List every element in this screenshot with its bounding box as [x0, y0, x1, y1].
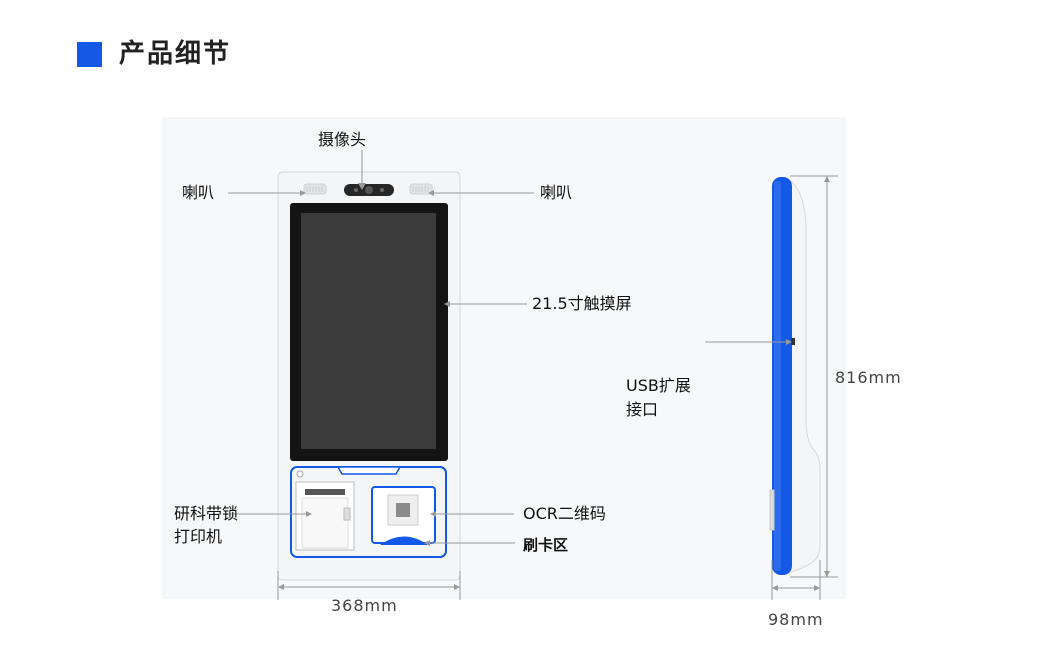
label-screen: 21.5寸触摸屏 [532, 294, 632, 313]
label-printer-line2: 打印机 [174, 527, 223, 546]
label-usb-line2: 接口 [626, 400, 659, 419]
page-title: 产品细节 [119, 39, 232, 69]
kiosk-side [769, 177, 821, 575]
label-usb-line1: USB扩展 [626, 376, 691, 395]
screen-display [301, 213, 436, 449]
speaker-left [303, 183, 327, 195]
kiosk-front [277, 171, 461, 581]
illustration-background [163, 118, 845, 598]
dimension-width: 368mm [331, 596, 398, 615]
card-reader [380, 536, 428, 545]
dimension-depth: 98mm [768, 610, 824, 629]
label-speaker-right: 喇叭 [540, 183, 573, 202]
dimension-height: 816mm [835, 368, 902, 387]
usb-port [791, 338, 795, 345]
label-card-area: 刷卡区 [523, 536, 569, 554]
speaker-right [409, 183, 433, 195]
section-marker [77, 42, 102, 67]
label-ocr: OCR二维码 [523, 504, 606, 523]
label-camera: 摄像头 [318, 130, 367, 149]
label-printer-line1: 研科带锁 [174, 504, 239, 523]
label-speaker-left: 喇叭 [182, 183, 215, 202]
